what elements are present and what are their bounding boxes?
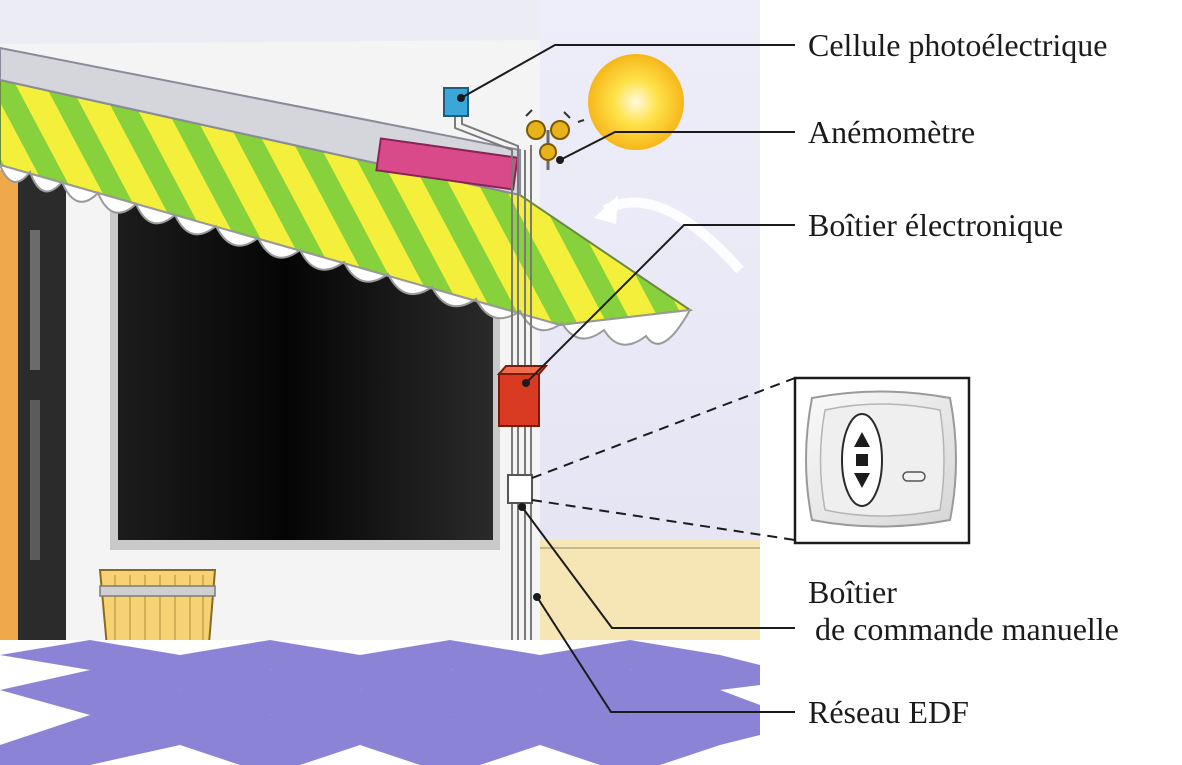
house-scene bbox=[0, 0, 760, 765]
tiled-floor bbox=[0, 640, 760, 765]
photocell bbox=[443, 87, 469, 117]
door-glass bbox=[18, 170, 66, 650]
leader-grid bbox=[536, 596, 795, 713]
label-grid: Réseau EDF bbox=[808, 694, 969, 730]
down-arrow-icon bbox=[854, 473, 870, 488]
label-electronic-box: Boîtier électronique bbox=[808, 207, 1063, 243]
up-arrow-icon bbox=[854, 432, 870, 447]
zoom-line-bottom bbox=[531, 499, 796, 541]
label-manual-box-line2: de commande manuelle bbox=[815, 611, 1119, 647]
label-anemometer: Anémomètre bbox=[808, 114, 975, 150]
switch-zoom-panel bbox=[531, 376, 971, 545]
motor-box bbox=[375, 137, 519, 191]
anemometer bbox=[525, 109, 585, 170]
stop-square-icon bbox=[856, 454, 868, 466]
label-photocell: Cellule photoélectrique bbox=[808, 27, 1107, 63]
label-manual-box-line1: Boîtier bbox=[808, 574, 897, 610]
leader-photocell bbox=[460, 44, 795, 99]
leader-lines bbox=[460, 44, 795, 713]
zoom-line-top bbox=[531, 377, 796, 479]
leader-manual-box bbox=[521, 506, 795, 629]
leader-dots bbox=[457, 94, 564, 601]
sun bbox=[588, 54, 684, 150]
wind-arrow bbox=[602, 197, 744, 274]
leader-anemometer bbox=[559, 131, 795, 161]
electronic-box bbox=[498, 373, 540, 427]
wall-top bbox=[0, 0, 540, 44]
door-frame bbox=[0, 170, 18, 650]
terrace-wall bbox=[540, 540, 760, 640]
indicator-light-icon bbox=[902, 471, 926, 482]
leader-electronic-box bbox=[525, 224, 795, 384]
manual-control-box bbox=[507, 474, 533, 504]
